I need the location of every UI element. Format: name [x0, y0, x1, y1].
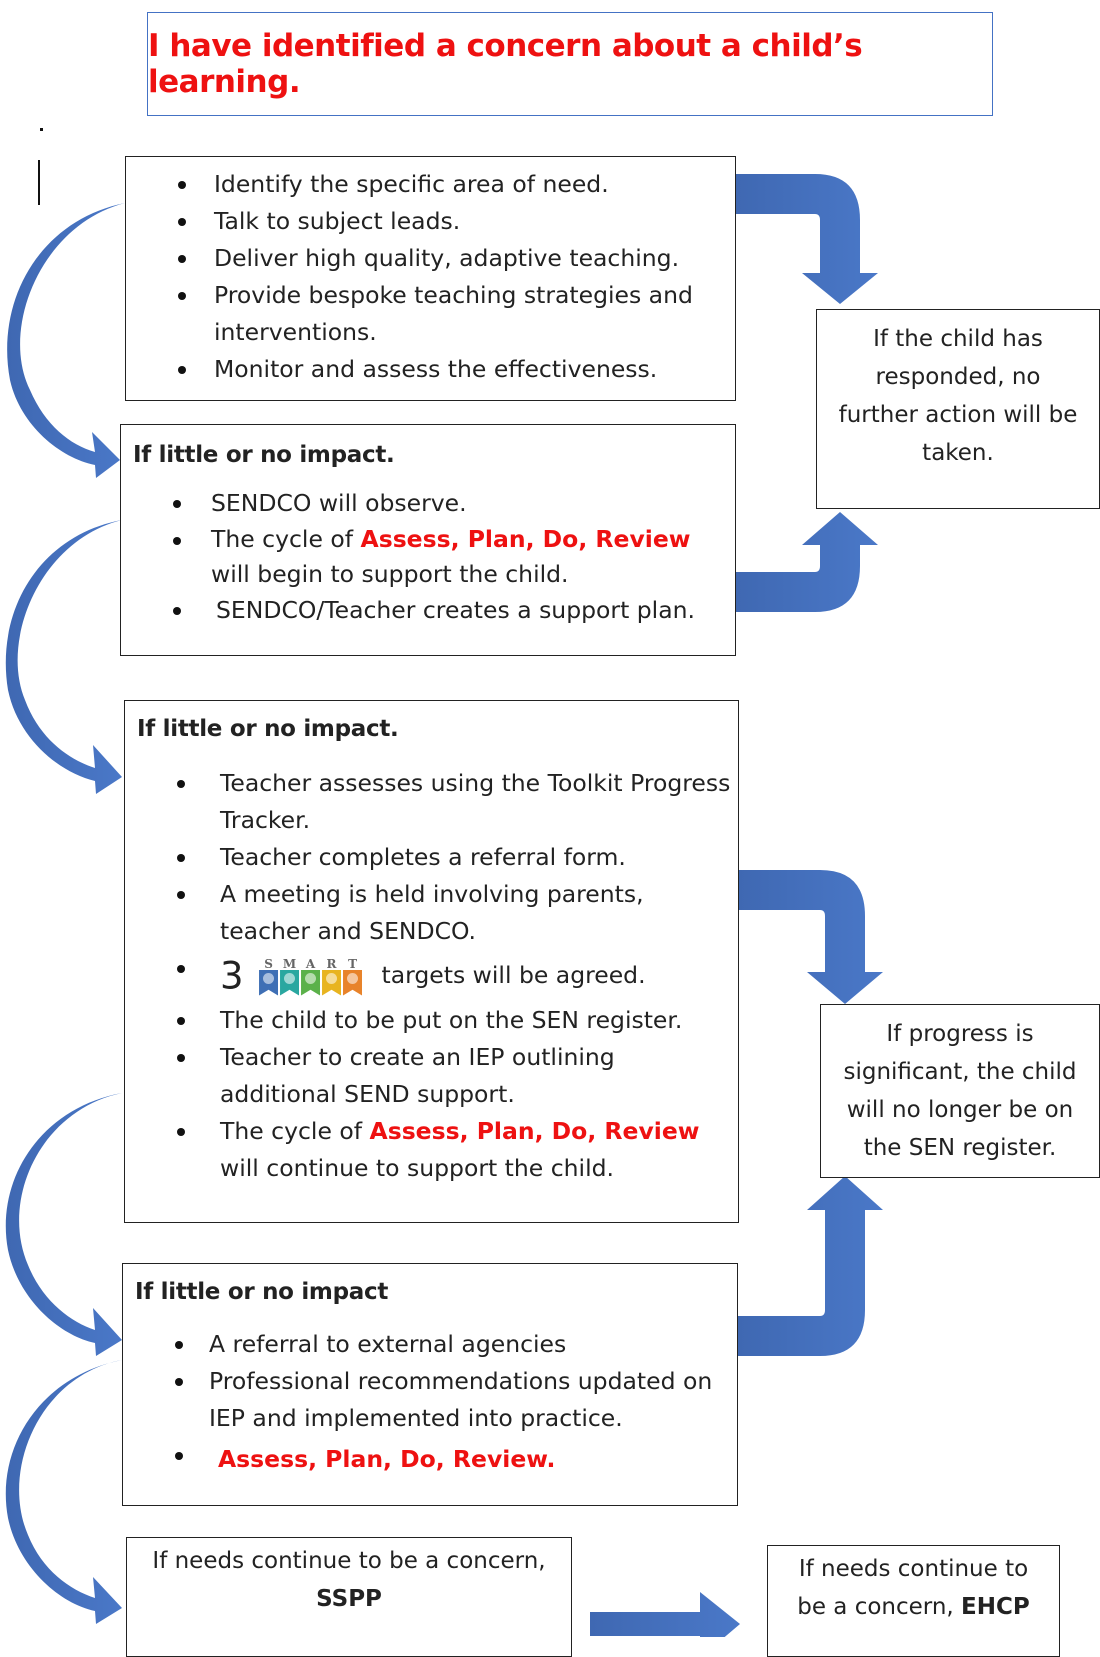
stage1-box: Identify the specific area of need. Talk… — [125, 156, 736, 401]
list-item: Deliver high quality, adaptive teaching. — [126, 240, 735, 277]
side1-box: If the child has responded, no further a… — [816, 309, 1100, 509]
arrow-left-1 — [7, 203, 125, 478]
stage1-list: Identify the specific area of need. Talk… — [126, 166, 735, 388]
list-item: Assess, Plan, Do, Review. — [123, 1437, 737, 1481]
list-item: Teacher to create an IEP outlining addit… — [125, 1039, 738, 1113]
list-item: A meeting is held involving parents, tea… — [125, 876, 738, 950]
smart-badge-s: S — [259, 958, 279, 996]
text-cursor — [38, 160, 40, 205]
list-item: Teacher completes a referral form. — [125, 839, 738, 876]
stage4-heading: If little or no impact — [135, 1279, 389, 1305]
list-item: Professional recommendations updated on … — [123, 1363, 737, 1437]
arrow-to-side1 — [735, 174, 878, 304]
cycle-post: will continue to support the child. — [220, 1153, 614, 1182]
list-item: The cycle of Assess, Plan, Do, Review wi… — [121, 522, 735, 592]
stage2-list: SENDCO will observe. The cycle of Assess… — [121, 485, 735, 629]
page-title: I have identified a concern about a chil… — [148, 28, 863, 100]
cycle-red: Assess, Plan, Do, Review. — [218, 1445, 556, 1473]
smart-badge-r: R — [322, 958, 342, 996]
list-item: Identify the specific area of need. — [126, 166, 735, 203]
stage2-heading: If little or no impact. — [133, 442, 395, 468]
list-item: Provide bespoke teaching strategies and … — [126, 277, 735, 351]
list-item: A referral to external agencies — [123, 1326, 737, 1363]
bottom1-bold: SSPP — [316, 1586, 382, 1612]
cycle-pre: The cycle of — [211, 525, 361, 553]
arrow-left-4 — [5, 1360, 123, 1624]
cycle-post: will begin to support the child. — [211, 560, 569, 588]
list-item: Teacher assesses using the Toolkit Progr… — [125, 765, 738, 839]
arrow-bottom — [590, 1592, 740, 1637]
bottom2-text: If needs continue to be a concern, — [797, 1556, 1029, 1620]
arrow-up-to-side1 — [735, 512, 878, 612]
arrow-left-3 — [5, 1093, 123, 1356]
cycle-pre: The cycle of — [220, 1116, 370, 1145]
side1-text: If the child has responded, no further a… — [838, 326, 1078, 466]
arrow-left-2 — [5, 520, 123, 794]
stage2-box: If little or no impact. SENDCO will obse… — [120, 424, 736, 656]
smart-badge-m: M — [280, 958, 300, 996]
arrow-up-to-side2 — [738, 1176, 883, 1356]
smart-badge-a: A — [301, 958, 321, 996]
smart-number: 3 — [220, 954, 244, 998]
smart-badge-t: T — [343, 958, 363, 996]
side2-box: If progress is significant, the child wi… — [820, 1004, 1100, 1178]
list-item: 3 S M A R T targets will be agreed. — [125, 950, 738, 1002]
stage3-box: If little or no impact. Teacher assesses… — [124, 700, 739, 1223]
bottom1-text: If needs continue to be a concern, — [152, 1548, 546, 1574]
cursor-dot — [40, 128, 43, 131]
side2-text: If progress is significant, the child wi… — [843, 1021, 1077, 1161]
list-item: SENDCO will observe. — [121, 485, 735, 522]
bottom1-box: If needs continue to be a concern, SSPP — [126, 1537, 572, 1657]
arrow-to-side2 — [738, 870, 883, 1004]
title-box: I have identified a concern about a chil… — [147, 12, 993, 116]
bottom2-box: If needs continue to be a concern, EHCP — [767, 1545, 1060, 1657]
cycle-red: Assess, Plan, Do, Review — [360, 525, 691, 553]
list-item: Talk to subject leads. — [126, 203, 735, 240]
stage3-list: Teacher assesses using the Toolkit Progr… — [125, 765, 738, 1187]
list-item: The cycle of Assess, Plan, Do, Review wi… — [125, 1113, 738, 1187]
smart-text: targets will be agreed. — [381, 961, 646, 989]
stage3-heading: If little or no impact. — [137, 716, 399, 742]
list-item: The child to be put on the SEN register. — [125, 1002, 738, 1039]
smart-badges: S M A R T — [259, 958, 363, 996]
stage4-box: If little or no impact A referral to ext… — [122, 1263, 738, 1506]
list-item: SENDCO/Teacher creates a support plan. — [121, 592, 735, 629]
list-item: Monitor and assess the effectiveness. — [126, 351, 735, 388]
bottom2-bold: EHCP — [961, 1594, 1030, 1620]
cycle-red: Assess, Plan, Do, Review — [369, 1116, 700, 1145]
stage4-list: A referral to external agencies Professi… — [123, 1326, 737, 1481]
